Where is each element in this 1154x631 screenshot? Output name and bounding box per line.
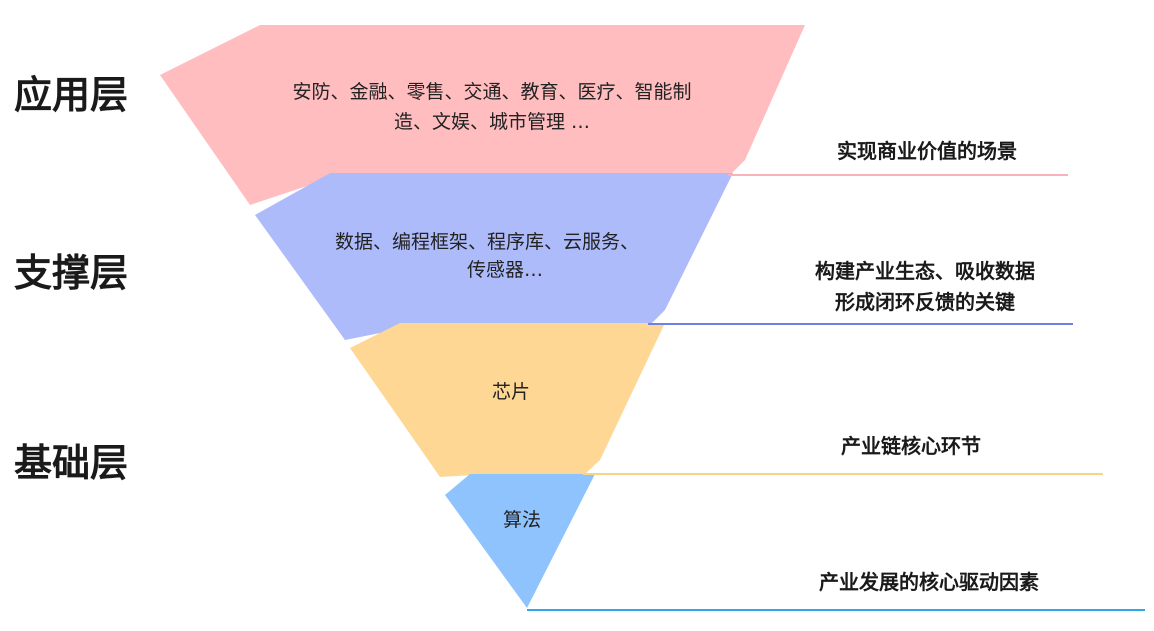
segment-support-text-2: 传感器…	[467, 259, 543, 281]
layer-label-foundation: 基础层	[14, 441, 128, 485]
segment-support-text-1: 数据、编程框架、程序库、云服务、	[335, 231, 639, 253]
segment-support	[255, 173, 733, 340]
segment-application	[160, 25, 805, 205]
segment-algorithm-text: 算法	[503, 509, 541, 531]
layer-label-support: 支撑层	[14, 251, 128, 295]
annotation-algorithm-text: 产业发展的核心驱动因素	[819, 570, 1039, 594]
annotation-application-text: 实现商业价值的场景	[837, 139, 1017, 163]
segment-algorithm	[445, 474, 595, 608]
segment-chip-text: 芯片	[492, 381, 530, 403]
annotation-chip-text: 产业链核心环节	[841, 434, 981, 458]
segment-application-text-1: 安防、金融、零售、交通、教育、医疗、智能制	[292, 81, 691, 103]
segment-application-text-2: 造、文娱、城市管理 …	[394, 111, 590, 133]
layer-label-application: 应用层	[14, 73, 128, 117]
segment-chip	[350, 323, 665, 477]
annotation-support-text-1: 构建产业生态、吸收数据	[815, 259, 1035, 283]
annotation-support-text-2: 形成闭环反馈的关键	[835, 290, 1015, 314]
